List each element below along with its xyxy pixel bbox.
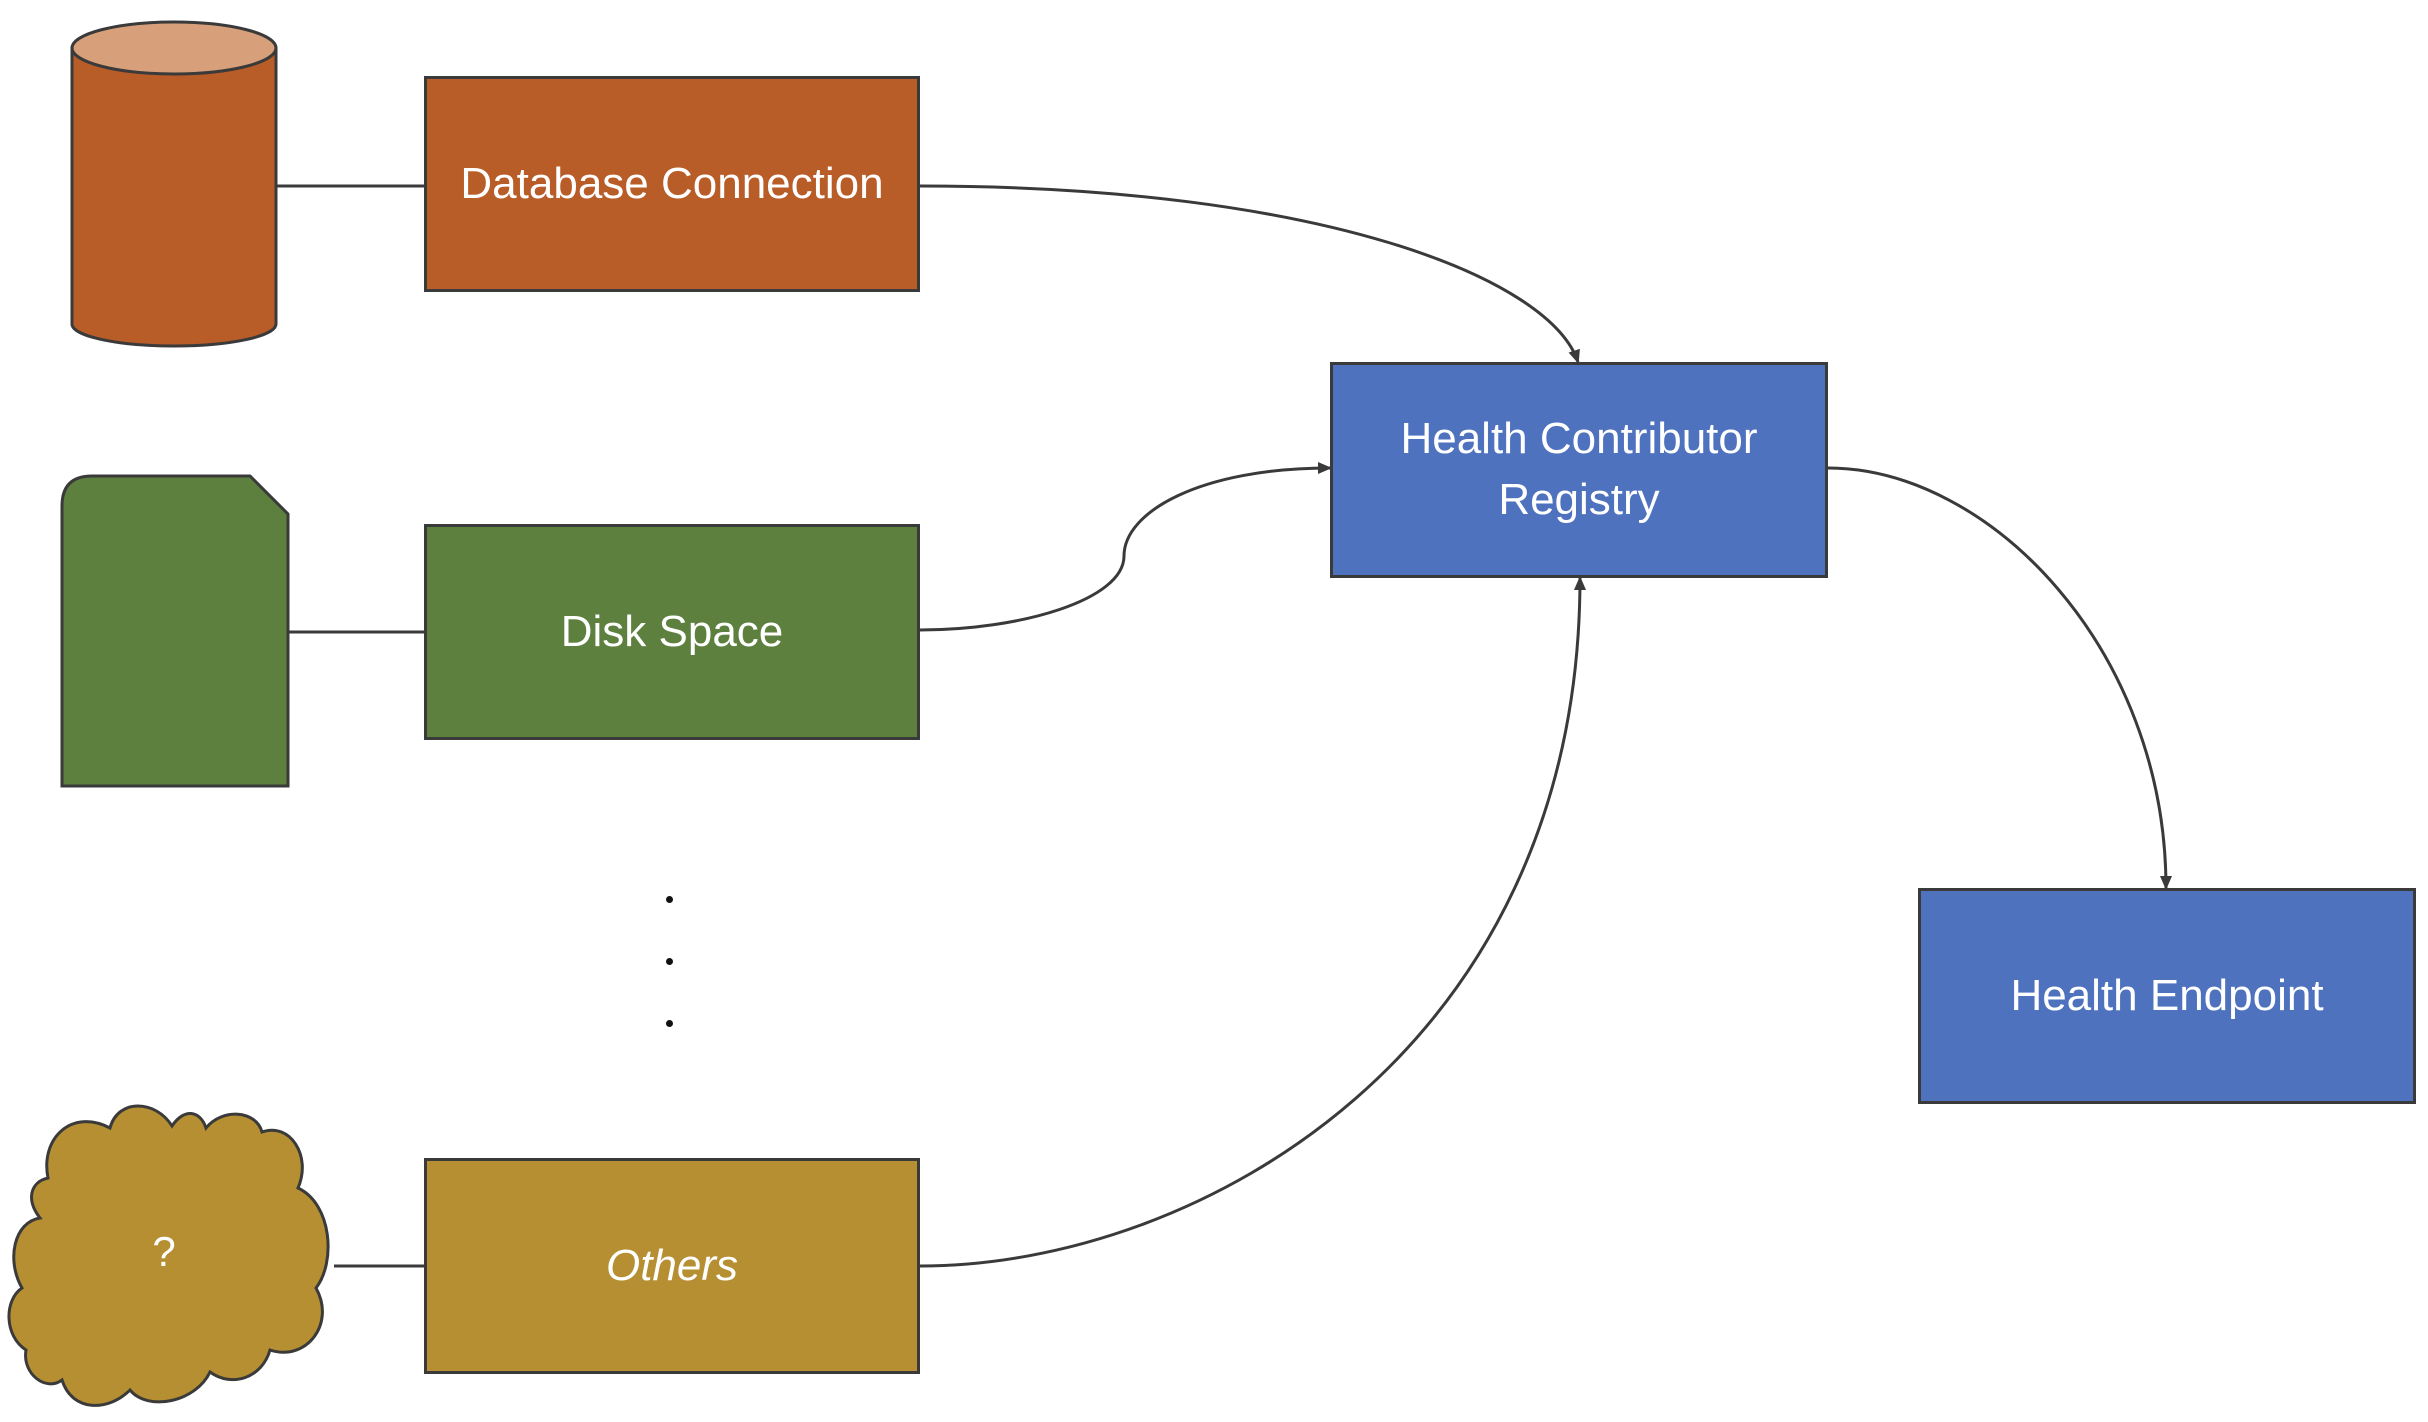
- unknown-source-label: ?: [152, 1228, 176, 1275]
- arrow-disk-to-registry: [919, 462, 1332, 632]
- arrow-db-to-registry: [919, 184, 1580, 364]
- database-connection-node: Database Connection: [424, 76, 920, 292]
- health-endpoint-node: Health Endpoint: [1918, 888, 2416, 1104]
- ellipsis-dots: [640, 870, 700, 1040]
- ellipsis-dot: [666, 958, 673, 965]
- database-cylinder-icon: [70, 20, 278, 348]
- ellipsis-dot: [666, 1020, 673, 1027]
- cloud-icon: [7, 1104, 330, 1407]
- others-node: Others: [424, 1158, 920, 1374]
- health-contributor-registry-label: Health Contributor Registry: [1400, 414, 1758, 524]
- disk-space-label: Disk Space: [560, 606, 784, 656]
- disk-space-node: Disk Space: [424, 524, 920, 740]
- health-endpoint-label: Health Endpoint: [2010, 970, 2324, 1020]
- others-label: Others: [605, 1240, 739, 1290]
- arrow-registry-to-endpoint: [1827, 466, 2172, 890]
- arrow-others-to-registry: [919, 576, 1586, 1268]
- sd-card-icon: [60, 474, 290, 788]
- ellipsis-dot: [666, 896, 673, 903]
- health-contributor-registry-node: Health Contributor Registry: [1330, 362, 1828, 578]
- database-connection-label: Database Connection: [460, 158, 884, 208]
